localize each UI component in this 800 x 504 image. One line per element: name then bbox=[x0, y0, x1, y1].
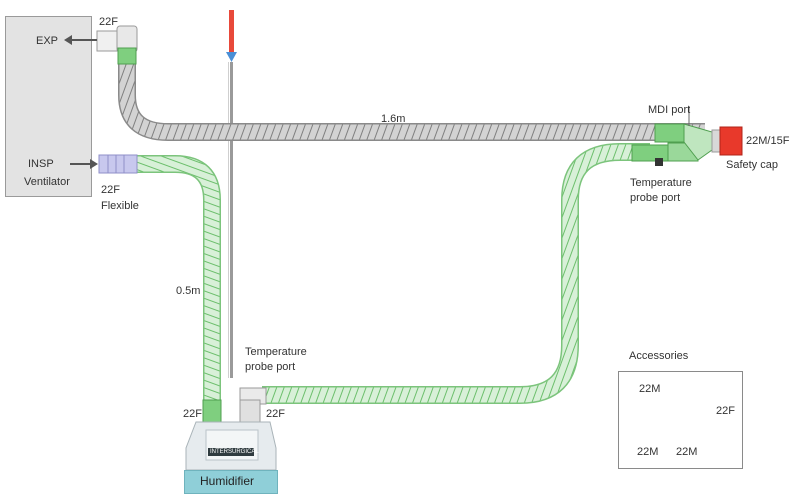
safety-cap-label: Safety cap bbox=[726, 159, 778, 171]
humidifier-brand-logo-text: INTERSURGICAL bbox=[210, 449, 259, 455]
short-tube-length-label: 0.5m bbox=[176, 285, 201, 297]
mdi-port-label: MDI port bbox=[648, 104, 691, 116]
exp-arrow-icon bbox=[64, 35, 97, 45]
temperature-probe-port-mid-label-line1: Temperature bbox=[245, 346, 307, 358]
accessory-elbow-bottom-size-label: 22M bbox=[676, 446, 698, 458]
humidifier-base bbox=[184, 470, 278, 494]
accessories-box bbox=[618, 371, 743, 469]
humidifier-connectors bbox=[202, 387, 267, 427]
patient-connector-size-label: 22M/15F bbox=[746, 135, 790, 147]
insp-label: INSP bbox=[28, 158, 54, 170]
exp-connector-size-label: 22F bbox=[99, 16, 118, 28]
insp-connector-size-label: 22F bbox=[101, 184, 120, 196]
inspiratory-tube-long bbox=[262, 143, 650, 404]
humidifier-label: Humidifier bbox=[200, 474, 255, 488]
accessory-elbow-side-size-label: 22F bbox=[716, 405, 735, 417]
temperature-probe bbox=[226, 10, 237, 378]
insp-flexible-connector bbox=[98, 154, 138, 174]
ventilator-label: Ventilator bbox=[24, 176, 70, 188]
inspiratory-tube-short bbox=[136, 155, 221, 405]
humidifier-chamber bbox=[185, 421, 277, 471]
temperature-probe-port-right-label-line2: probe port bbox=[630, 192, 681, 204]
exp-elbow-connector bbox=[96, 25, 138, 65]
humidifier-right-port-size-label: 22F bbox=[266, 408, 285, 420]
expiratory-tube bbox=[118, 62, 705, 141]
ventilator-box bbox=[5, 16, 92, 197]
long-tube-length-label: 1.6m bbox=[381, 113, 406, 125]
insp-arrow-icon bbox=[70, 159, 98, 169]
patient-y-piece bbox=[631, 106, 743, 166]
temperature-probe-port-mid-label-line2: probe port bbox=[245, 361, 296, 373]
accessories-title: Accessories bbox=[629, 350, 689, 362]
accessory-straight-bottom-size-label: 22M bbox=[637, 446, 659, 458]
insp-connector-type-label: Flexible bbox=[101, 200, 139, 212]
temperature-probe-port-right-label-line1: Temperature bbox=[630, 177, 692, 189]
exp-label: EXP bbox=[36, 35, 59, 47]
humidifier-left-port-size-label: 22F bbox=[183, 408, 202, 420]
accessory-straight-top-size-label: 22M bbox=[639, 383, 661, 395]
